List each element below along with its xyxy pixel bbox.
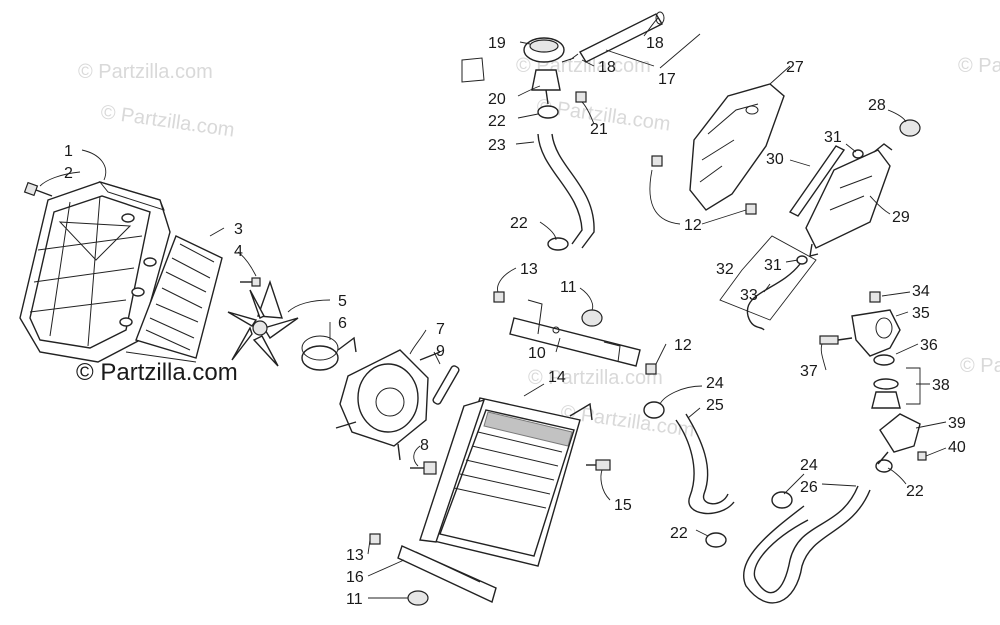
callout-22-right: 22 [906, 483, 924, 500]
callout-35: 35 [912, 305, 930, 322]
bolt-12-drawing [645, 155, 757, 375]
lower-bracket-16-drawing [397, 545, 497, 603]
watermark-2: © Partzilla.com [99, 101, 236, 142]
callout-7: 7 [436, 321, 445, 338]
o-ring-36-drawing [873, 354, 895, 366]
callout-12: 12 [674, 337, 692, 354]
fitting-15-drawing [586, 459, 611, 471]
reservoir-cap-drawing [899, 119, 921, 137]
callout-29: 29 [892, 209, 910, 226]
watermark-6: © Partzilla.com [528, 367, 663, 389]
lower-hose-drawing [675, 413, 735, 515]
callout-18-lower: 18 [598, 59, 616, 76]
callout-labels: 1 2 3 4 5 6 7 8 9 10 11 11 12 12 13 13 1… [64, 35, 966, 608]
thermostat-drawing [871, 378, 901, 409]
grommet-11-bottom-drawing [407, 590, 429, 606]
callout-1: 1 [64, 143, 73, 160]
callout-24-right: 24 [800, 457, 818, 474]
clamp-24-drawing [643, 401, 793, 509]
breather-hose-drawing [746, 263, 801, 331]
screw-4-drawing [240, 277, 261, 287]
bolt-40-drawing [917, 451, 927, 461]
callout-5: 5 [338, 293, 347, 310]
callout-33: 33 [740, 287, 758, 304]
callout-27: 27 [786, 59, 804, 76]
overflow-tube-30-drawing [788, 145, 846, 217]
callout-6: 6 [338, 315, 347, 332]
callout-23: 23 [488, 137, 506, 154]
bolt-13-drawing [369, 291, 505, 545]
callout-14: 14 [548, 369, 566, 386]
callout-11: 11 [560, 279, 577, 296]
callout-40: 40 [948, 439, 966, 456]
callout-16: 16 [346, 569, 364, 586]
callout-10: 10 [528, 345, 546, 362]
grommet-11-top-drawing [581, 309, 603, 327]
filler-neck-drawing [461, 57, 561, 105]
fan-shroud-drawing [335, 349, 441, 461]
bolt-8-drawing [410, 461, 437, 475]
callout-3: 3 [234, 221, 243, 238]
clamp-22-drawing [537, 105, 893, 548]
callout-22: 22 [488, 113, 506, 130]
callout-36: 36 [920, 337, 938, 354]
callout-26: 26 [800, 479, 818, 496]
callout-9: 9 [436, 343, 445, 360]
callout-32: 32 [716, 261, 734, 278]
thermostat-cover-drawing [877, 413, 921, 465]
callout-20: 20 [488, 91, 506, 108]
bolt-21-drawing [575, 91, 587, 103]
temp-sensor-drawing [819, 335, 853, 345]
fan-band-drawing [301, 335, 357, 371]
overflow-tube-drawing [561, 11, 665, 63]
callout-24: 24 [706, 375, 724, 392]
callout-8: 8 [420, 437, 429, 454]
callout-4: 4 [234, 243, 243, 260]
leader-lines [39, 17, 947, 599]
watermark-8: © Partzilla.com [960, 355, 1000, 377]
callout-30: 30 [766, 151, 784, 168]
reservoir-tank-drawing [805, 143, 893, 257]
callout-12-top: 12 [684, 217, 702, 234]
upper-hose-drawing [537, 133, 595, 249]
bypass-hose-drawing [743, 485, 871, 604]
radiator-guard-drawing [19, 181, 171, 363]
callout-28: 28 [868, 97, 886, 114]
callout-18: 18 [646, 35, 664, 52]
thermostat-housing-drawing [851, 291, 901, 357]
callout-38: 38 [932, 377, 950, 394]
callout-39: 39 [948, 415, 966, 432]
callout-25: 25 [706, 397, 724, 414]
fan-drawing [227, 279, 299, 367]
callout-34: 34 [912, 283, 930, 300]
radiator-screen-drawing [125, 235, 223, 363]
watermark-1: © Partzilla.com [78, 61, 213, 83]
watermark-5: © Partzilla.com [958, 55, 1000, 77]
callout-15: 15 [614, 497, 632, 514]
callout-37: 37 [800, 363, 818, 380]
callout-22-mid: 22 [510, 215, 528, 232]
reservoir-cover-drawing [689, 83, 785, 211]
callout-13-bottom: 13 [346, 547, 364, 564]
callout-17: 17 [658, 71, 676, 88]
callout-2: 2 [64, 165, 73, 182]
callout-31: 31 [824, 129, 842, 146]
callout-11-bottom: 11 [346, 591, 363, 608]
partzilla-logo: © Partzilla.com [76, 359, 238, 386]
radiator-cap-drawing [523, 37, 565, 63]
callout-19: 19 [488, 35, 506, 52]
callout-13: 13 [520, 261, 538, 278]
bolt-2-drawing [23, 181, 53, 197]
bracket-10-drawing [509, 299, 641, 367]
callout-21: 21 [590, 121, 608, 138]
clip-9-drawing [432, 365, 460, 405]
callout-31-lower: 31 [764, 257, 782, 274]
callout-22-low: 22 [670, 525, 688, 542]
radiator-drawing [419, 397, 593, 567]
